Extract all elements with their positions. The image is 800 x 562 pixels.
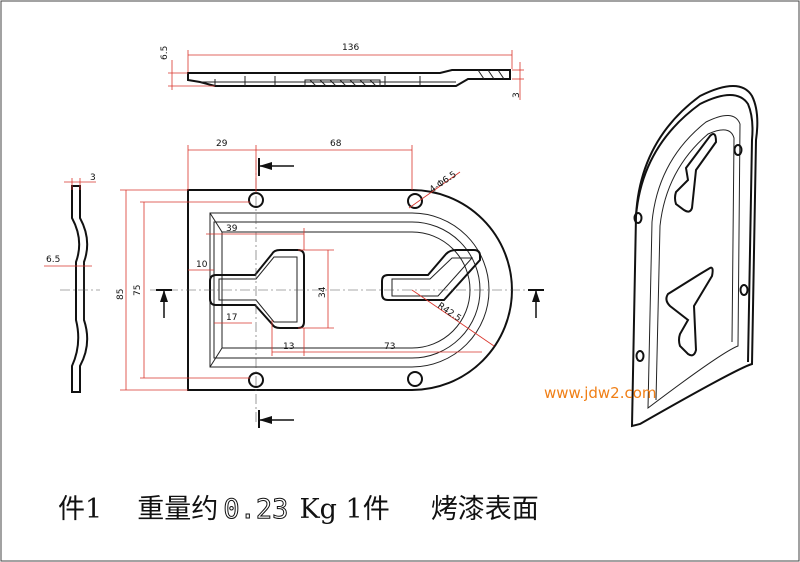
side-view-outline xyxy=(71,185,89,393)
dim-13-label: 13 xyxy=(283,342,294,352)
iso-slot-lower xyxy=(665,266,714,357)
top-view-outline xyxy=(187,69,511,87)
iso-outer-outline xyxy=(630,85,759,428)
dim-39-label: 39 xyxy=(226,224,238,234)
iso-hole-1 xyxy=(733,144,743,156)
dim-29-label: 29 xyxy=(216,139,228,149)
caption-finish: 烤漆表面 xyxy=(431,494,539,525)
side-view: 3 6.5 xyxy=(44,173,100,393)
dim-34-label: 34 xyxy=(318,286,328,298)
iso-hole-4 xyxy=(635,350,645,362)
iso-hole-2 xyxy=(633,212,643,224)
dim-75-label: 75 xyxy=(133,285,143,296)
plate-outline xyxy=(187,189,513,391)
dim-136-label: 136 xyxy=(342,43,359,53)
left-slot xyxy=(209,249,305,329)
dim-68-label: 68 xyxy=(330,139,342,149)
iso-hole-3 xyxy=(739,284,749,296)
right-slot xyxy=(381,249,481,301)
dim-radius-label: R42.5 xyxy=(435,301,462,324)
side-dim-6-5-label: 6.5 xyxy=(46,255,60,265)
mount-hole-top-right xyxy=(407,193,423,209)
front-view: 29 68 4-Φ6.5 39 10 85 75 34 17 13 7 xyxy=(116,139,544,428)
watermark: www.jdw2.com xyxy=(544,384,657,402)
isometric-view xyxy=(630,85,759,428)
mount-hole-bottom-right xyxy=(407,371,423,387)
caption-weight-unit: Kg 1件 xyxy=(300,494,390,525)
dim-85-label: 85 xyxy=(116,289,126,300)
top-view: 136 6.5 3 xyxy=(160,43,524,100)
dim-17-label: 17 xyxy=(226,313,237,323)
dim-6-5-vertical-label: 6.5 xyxy=(160,46,170,60)
dim-10-label: 10 xyxy=(196,260,208,270)
iso-slot-upper xyxy=(674,133,718,213)
dim-holes-label: 4-Φ6.5 xyxy=(428,170,459,196)
caption-line: 件1 重量约 0.23 Kg 1件 烤漆表面 xyxy=(58,494,539,525)
side-dim-3-label: 3 xyxy=(90,173,96,183)
caption-part: 件1 xyxy=(58,494,102,525)
dim-3-right-label: 3 xyxy=(512,92,522,98)
caption-weight-value: 0.23 xyxy=(223,494,288,525)
dim-73-label: 73 xyxy=(384,342,395,352)
caption-weight-label: 重量约 xyxy=(137,494,218,525)
